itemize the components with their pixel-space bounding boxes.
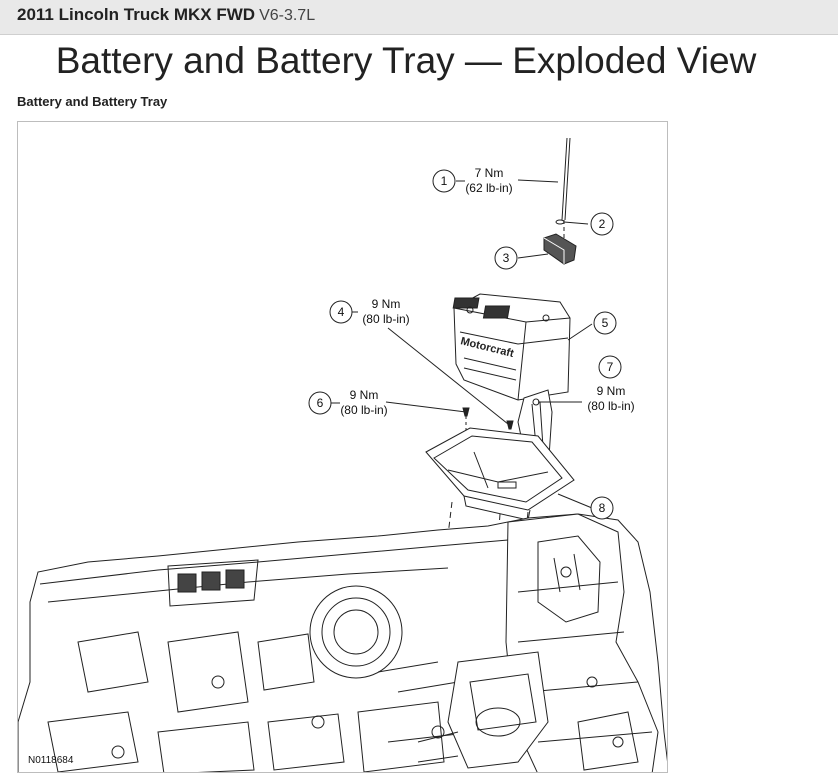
- callout-1-number: 1: [441, 174, 448, 188]
- hold-down-clamp: [543, 233, 577, 265]
- torque-7-nm: 9 Nm: [597, 384, 626, 398]
- callout-8-number: 8: [599, 501, 606, 515]
- vehicle-structure: [18, 513, 667, 772]
- callout-3: [494, 246, 518, 270]
- callout-2: [590, 212, 614, 236]
- callout-6: [308, 391, 332, 415]
- callout-4-number: 4: [338, 305, 345, 319]
- callout-2-number: 2: [599, 217, 606, 231]
- callout-7-number: 7: [607, 360, 614, 374]
- callout-1: [432, 169, 456, 193]
- callout-5-number: 5: [602, 316, 609, 330]
- page-title: Battery and Battery Tray — Exploded View: [55, 40, 757, 81]
- vehicle-name: 2011 Lincoln Truck MKX FWD: [17, 5, 256, 24]
- torque-1-lbin: (62 lb-in): [465, 181, 512, 195]
- section-title: Battery and Battery Tray: [17, 94, 168, 109]
- bracket-bolt: [506, 420, 514, 430]
- hold-down-bolt: [561, 137, 571, 244]
- torque-6-nm: 9 Nm: [350, 388, 379, 402]
- torque-1-nm: 7 Nm: [475, 166, 504, 180]
- torque-7-lbin: (80 lb-in): [587, 399, 634, 413]
- torque-6-lbin: (80 lb-in): [340, 403, 387, 417]
- callout-3-number: 3: [503, 251, 510, 265]
- callout-8: [590, 496, 614, 520]
- callout-6-number: 6: [317, 396, 324, 410]
- washer: [555, 219, 565, 225]
- torque-4-lbin: (80 lb-in): [362, 312, 409, 326]
- callout-5: [593, 311, 617, 335]
- battery: Motorcraft: [452, 293, 571, 401]
- figure-id: N0118684: [28, 755, 74, 766]
- callout-4: [329, 300, 353, 324]
- engine-spec: V6-3.7L: [259, 7, 316, 24]
- torque-4-nm: 9 Nm: [372, 297, 401, 311]
- battery-tray: [425, 427, 575, 521]
- callout-7: [598, 355, 622, 379]
- exploded-view-figure: Motorcraft: [17, 121, 668, 773]
- diagram-drawing: Motorcraft: [18, 137, 667, 772]
- leader-lines: [330, 179, 593, 509]
